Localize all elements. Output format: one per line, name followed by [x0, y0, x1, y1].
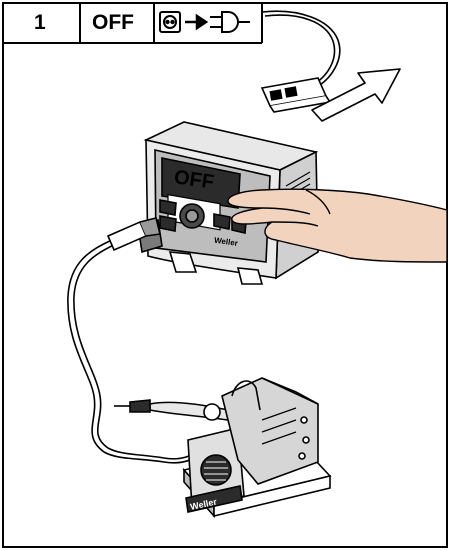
iron-stand-icon	[182, 377, 332, 519]
unplug-arrow-icon	[311, 68, 401, 122]
hand-icon	[227, 188, 448, 263]
brand-label: Weller	[214, 236, 239, 248]
power-cord-icon	[260, 10, 341, 113]
step-number: 1	[34, 11, 46, 34]
iron-cable	[67, 217, 206, 464]
arrow-right-icon	[185, 13, 209, 31]
power-state-label: OFF	[92, 11, 134, 34]
power-outlet-icon	[159, 11, 181, 33]
soldering-iron-icon	[114, 399, 229, 421]
power-plug-icon	[210, 11, 250, 33]
